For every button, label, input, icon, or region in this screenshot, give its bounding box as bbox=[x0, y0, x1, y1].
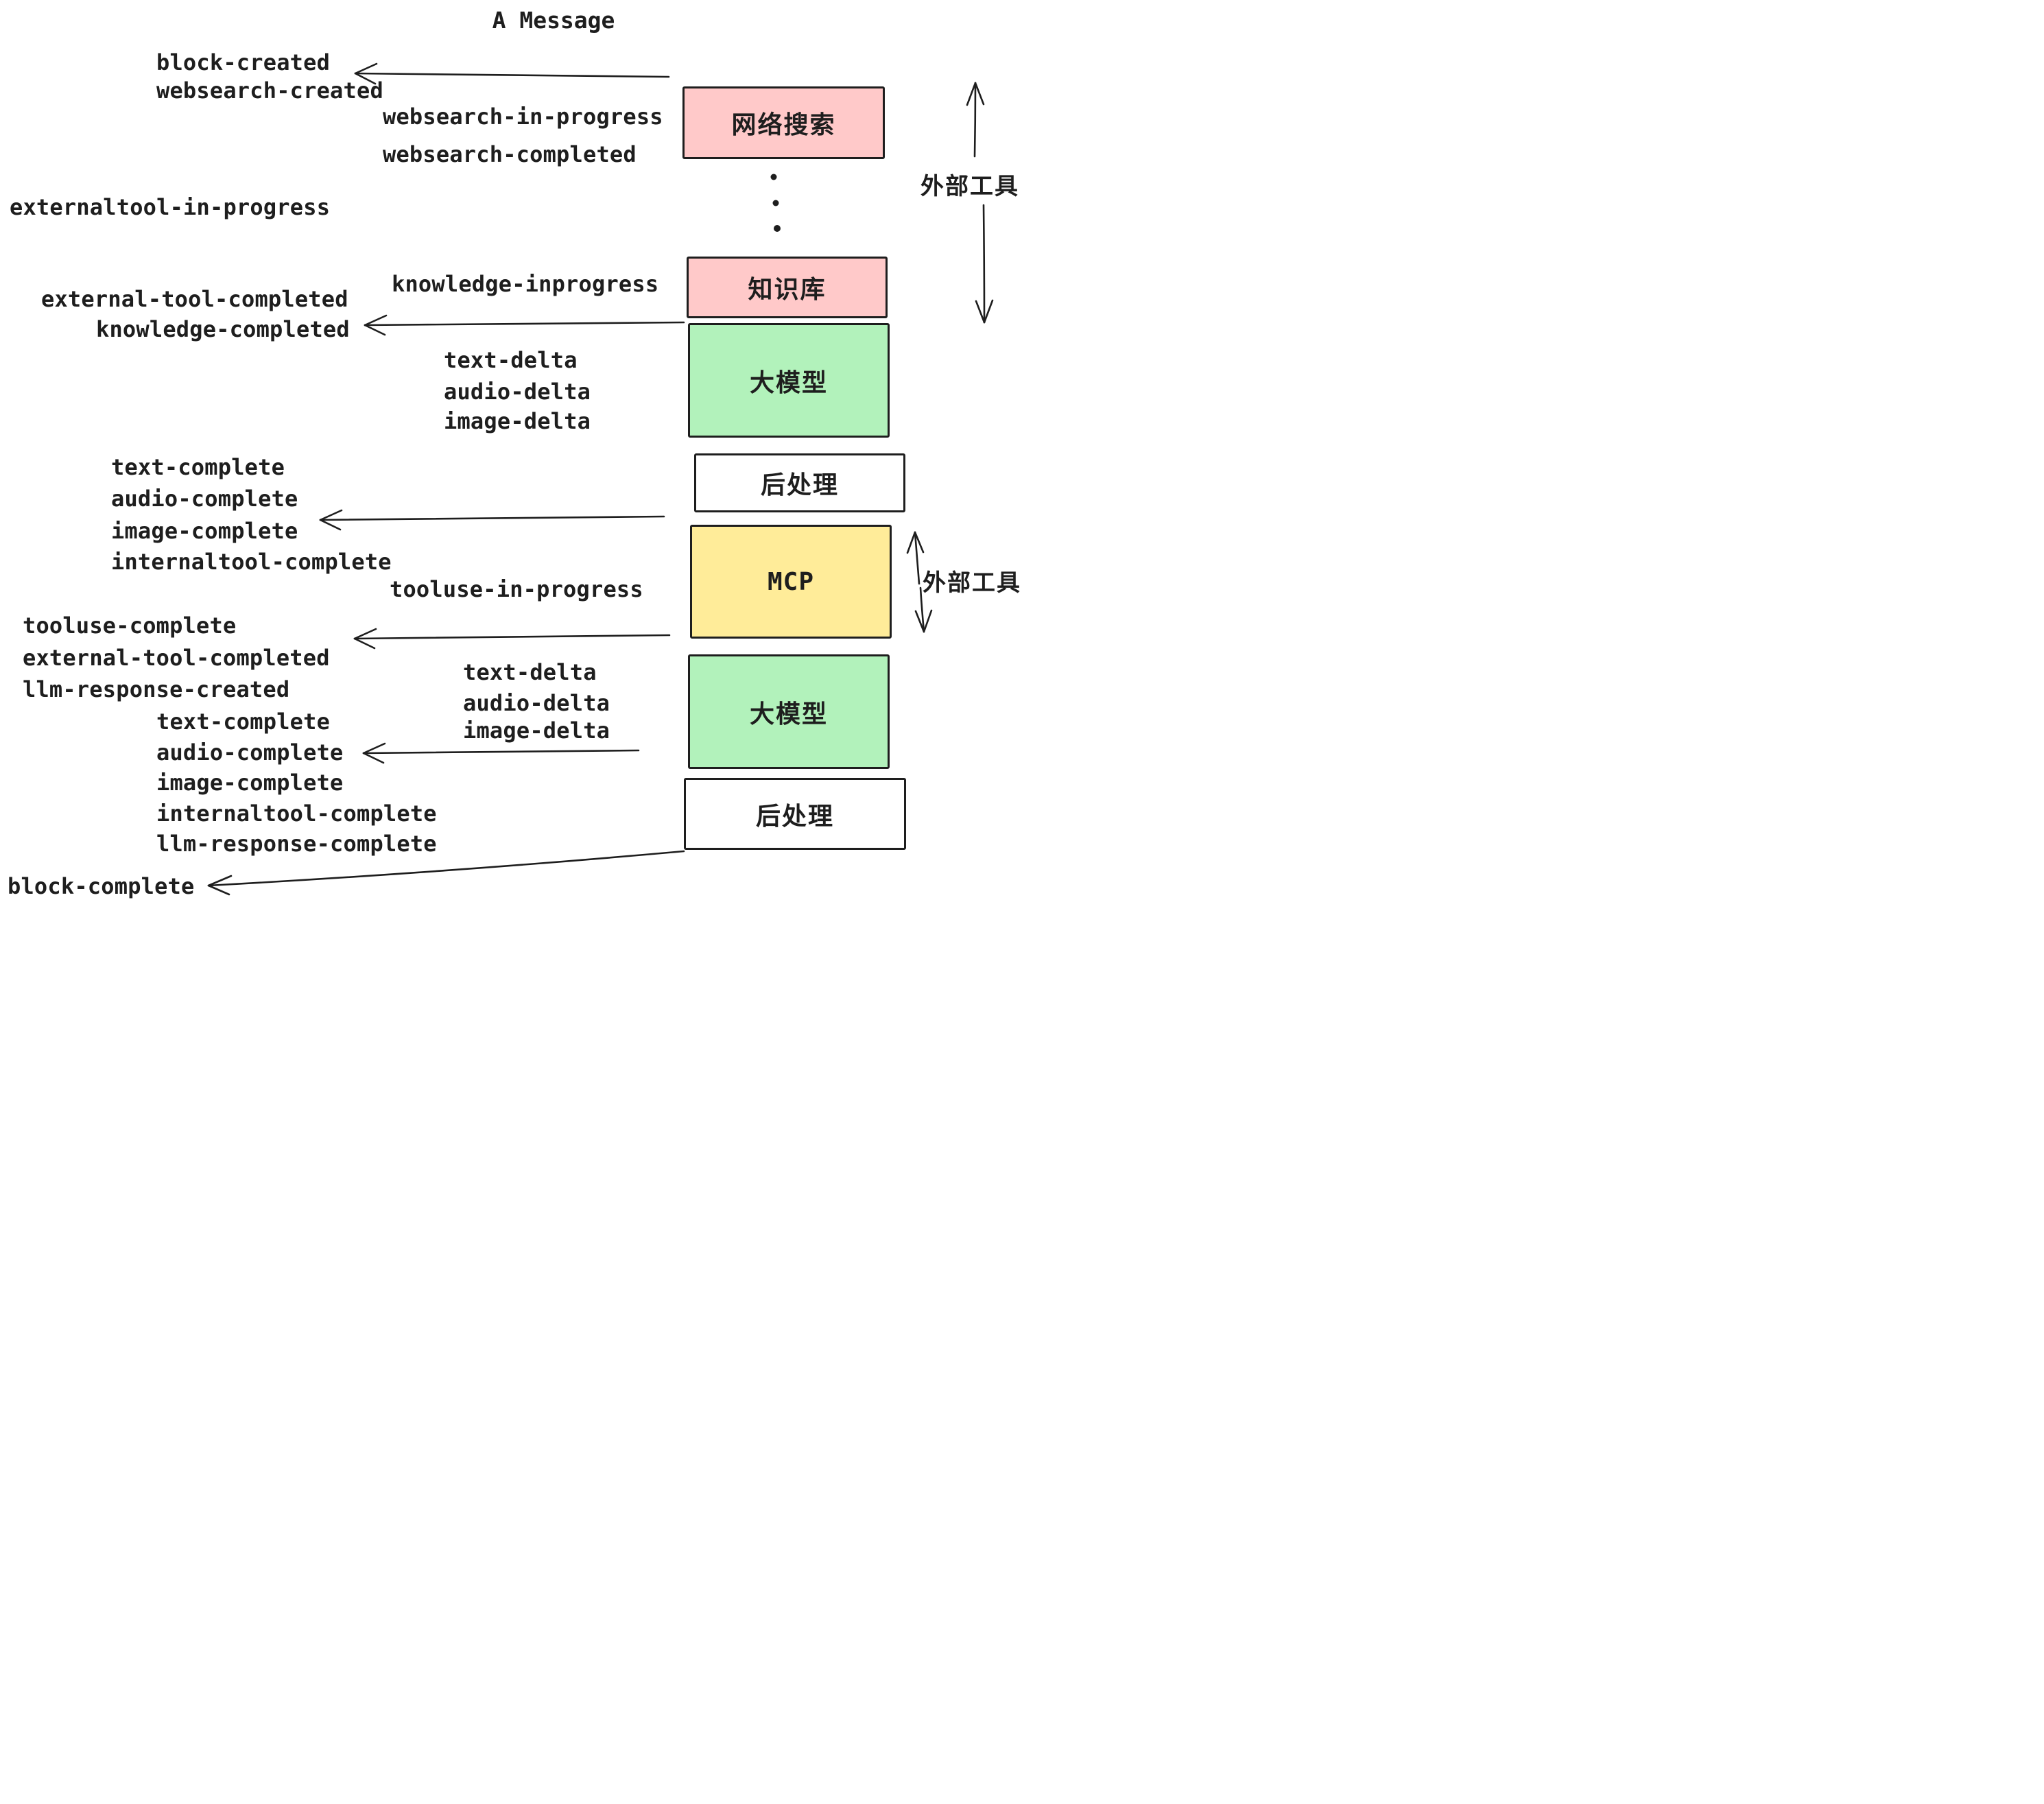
event-knowledge-inprogress: knowledge-inprogress bbox=[392, 271, 659, 297]
arrow-block-complete bbox=[207, 850, 685, 896]
box-knowledge-label: 知识库 bbox=[748, 275, 827, 303]
event-llm-response-complete: llm-response-complete bbox=[156, 831, 437, 857]
event-text-delta-2: text-delta bbox=[463, 659, 597, 685]
event-image-complete-2: image-complete bbox=[156, 770, 344, 796]
arrow-mcp-external-up bbox=[906, 531, 925, 585]
event-knowledge-completed: knowledge-completed bbox=[96, 316, 350, 342]
arrow-websearch-created bbox=[354, 62, 670, 85]
box-mcp: MCP bbox=[690, 525, 892, 639]
box-llm-1-label: 大模型 bbox=[749, 368, 828, 396]
arrow-image-complete bbox=[319, 509, 665, 531]
event-websearch-completed: websearch-completed bbox=[383, 141, 637, 167]
external-tools-label-top: 外部工具 bbox=[920, 174, 1019, 200]
box-llm-2-label: 大模型 bbox=[749, 699, 828, 728]
event-external-tool-completed: external-tool-completed bbox=[41, 286, 348, 312]
box-websearch: 网络搜索 bbox=[682, 86, 885, 159]
box-llm-2: 大模型 bbox=[688, 654, 890, 769]
event-websearch-in-progress: websearch-in-progress bbox=[383, 104, 663, 130]
event-internaltool-complete-1: internaltool-complete bbox=[111, 549, 392, 575]
box-llm-1: 大模型 bbox=[688, 323, 890, 438]
event-audio-complete-2: audio-complete bbox=[156, 739, 344, 765]
box-postprocess-1-label: 后处理 bbox=[760, 471, 839, 499]
box-postprocess-2: 后处理 bbox=[684, 778, 906, 850]
event-websearch-created: websearch-created bbox=[156, 78, 383, 104]
arrow-tooluse-complete bbox=[353, 628, 671, 650]
event-tooluse-in-progress: tooluse-in-progress bbox=[390, 576, 643, 602]
ellipsis-dots bbox=[770, 174, 781, 232]
event-tooluse-complete: tooluse-complete bbox=[23, 613, 237, 639]
event-text-complete-1: text-complete bbox=[111, 454, 285, 480]
event-internaltool-complete-2: internaltool-complete bbox=[156, 800, 437, 827]
sequence-diagram: A Message 网络搜索 知识库 大模型 后处理 MCP 大模型 后处理 b… bbox=[0, 0, 1022, 902]
event-llm-response-created: llm-response-created bbox=[23, 676, 290, 702]
arrow-external-tools-down bbox=[975, 204, 994, 324]
box-mcp-label: MCP bbox=[767, 567, 815, 596]
event-text-delta-1: text-delta bbox=[444, 347, 578, 373]
event-image-delta-1: image-delta bbox=[444, 408, 591, 434]
event-audio-delta-1: audio-delta bbox=[444, 379, 591, 405]
external-tools-label-mcp: 外部工具 bbox=[923, 570, 1021, 596]
event-external-tool-completed-2: external-tool-completed bbox=[23, 645, 330, 671]
event-audio-complete-1: audio-complete bbox=[111, 486, 298, 512]
event-audio-delta-2: audio-delta bbox=[463, 690, 610, 716]
event-block-created: block-created bbox=[156, 49, 331, 75]
box-websearch-label: 网络搜索 bbox=[731, 110, 836, 139]
arrow-external-tools-up bbox=[966, 82, 985, 158]
event-text-complete-2: text-complete bbox=[156, 709, 331, 735]
event-image-complete-1: image-complete bbox=[111, 518, 298, 544]
diagram-title: A Message bbox=[492, 7, 615, 34]
box-postprocess-1: 后处理 bbox=[694, 453, 905, 512]
box-postprocess-2-label: 后处理 bbox=[755, 801, 834, 830]
arrow-knowledge-completed bbox=[364, 314, 685, 336]
box-knowledge: 知识库 bbox=[687, 257, 888, 318]
event-externaltool-in-progress: externaltool-in-progress bbox=[10, 194, 331, 220]
event-block-complete: block-complete bbox=[8, 873, 195, 899]
event-image-delta-2: image-delta bbox=[463, 717, 610, 744]
arrow-audio-complete bbox=[362, 742, 640, 764]
